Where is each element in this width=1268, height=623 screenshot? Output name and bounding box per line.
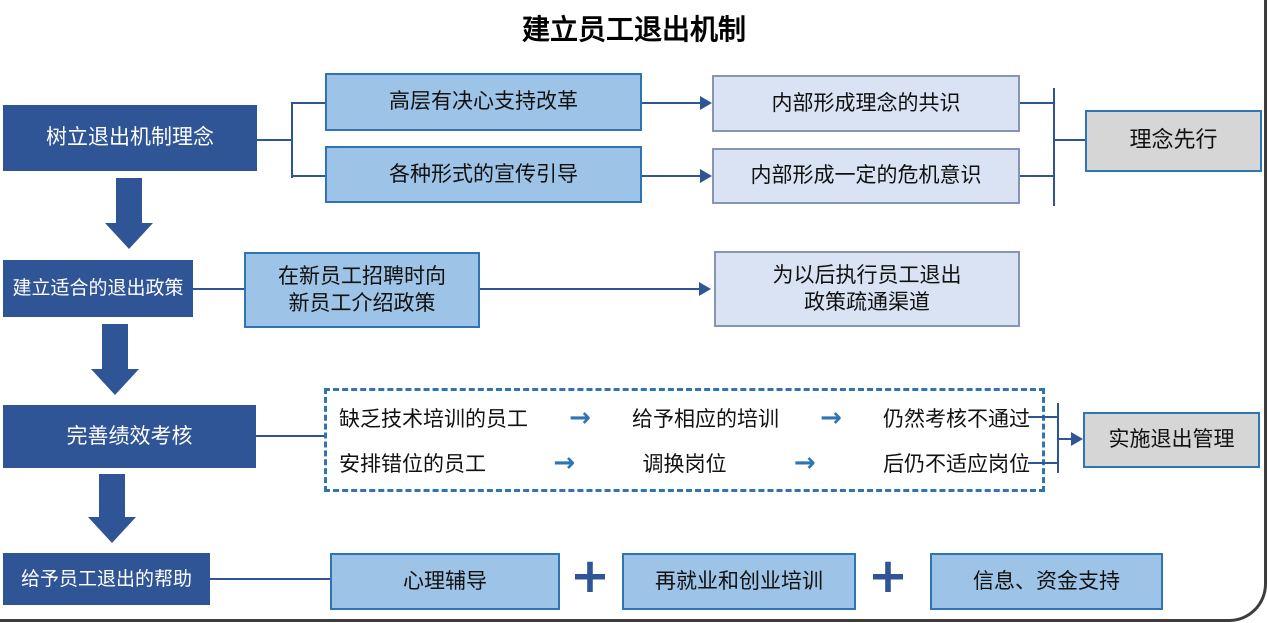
connector-line xyxy=(193,288,245,290)
stage1-branch1-effect-label: 内部形成理念的共识 xyxy=(771,90,961,115)
stage1-label: 树立退出机制理念 xyxy=(46,125,214,150)
stage4-support2-box: 再就业和创业培训 xyxy=(622,553,856,610)
connector-line xyxy=(1053,88,1055,206)
stage1-branch2-cause-label: 各种形式的宣传引导 xyxy=(389,161,578,186)
arrow-shaft xyxy=(116,178,142,223)
stage4-support1-box: 心理辅导 xyxy=(330,553,560,610)
stage1-branch1-cause-box: 高层有决心支持改革 xyxy=(325,73,642,131)
arrow-head xyxy=(91,369,139,395)
plus-icon: + xyxy=(569,548,611,604)
stage1-outcome-label: 理念先行 xyxy=(1129,127,1218,153)
stage3-box: 完善绩效考核 xyxy=(3,405,256,468)
stage1-branch2-cause-box: 各种形式的宣传引导 xyxy=(325,146,642,203)
stage3-case2-row: 安排错位的员工 → 调换岗位 → 后仍不适应岗位 xyxy=(339,448,1030,478)
flow-arrow-icon: → xyxy=(569,402,591,433)
arrow-shaft xyxy=(102,324,128,369)
connector-line xyxy=(1020,102,1054,104)
flow-arrow-icon: → xyxy=(793,447,816,478)
case2-step3: 后仍不适应岗位 xyxy=(882,451,1030,476)
stage2-label: 建立适合的退出政策 xyxy=(12,277,184,300)
stage2-effect-line1: 为以后执行员工退出 xyxy=(772,262,962,287)
case1-step1: 缺乏技术培训的员工 xyxy=(339,406,528,431)
right-arrow-icon xyxy=(699,282,711,296)
plus-icon: + xyxy=(867,548,909,604)
connector-line xyxy=(291,102,327,104)
stage4-support3-box: 信息、资金支持 xyxy=(930,553,1163,610)
right-arrow-icon xyxy=(700,96,712,110)
connector-line xyxy=(257,139,292,141)
case2-step2: 调换岗位 xyxy=(642,451,727,476)
stage3-label: 完善绩效考核 xyxy=(66,423,193,448)
connector-line xyxy=(1020,175,1054,177)
connector-line xyxy=(642,175,702,177)
stage4-support1-label: 心理辅导 xyxy=(403,568,487,593)
stage1-branch1-effect-box: 内部形成理念的共识 xyxy=(712,75,1020,132)
stage3-outcome-label: 实施退出管理 xyxy=(1108,427,1235,452)
stage2-effect-line2: 政策疏通渠道 xyxy=(804,290,930,314)
connector-line xyxy=(480,288,700,290)
stage2-effect-box: 为以后执行员工退出 政策疏通渠道 xyxy=(714,251,1020,327)
stage3-case1-row: 缺乏技术培训的员工 → 给予相应的培训 → 仍然考核不通过 xyxy=(339,403,1030,433)
arrow-head xyxy=(88,517,136,543)
connector-line xyxy=(210,578,330,580)
stage3-cases-box: 缺乏技术培训的员工 → 给予相应的培训 → 仍然考核不通过 安排错位的员工 → … xyxy=(324,388,1045,492)
stage2-action-line1: 在新员工招聘时向 xyxy=(278,263,446,288)
connector-line xyxy=(291,175,327,177)
arrow-head xyxy=(105,223,153,249)
stage2-box: 建立适合的退出政策 xyxy=(3,260,193,317)
stage1-box: 树立退出机制理念 xyxy=(3,105,257,171)
case1-step2: 给予相应的培训 xyxy=(631,406,779,431)
stage4-label: 给予员工退出的帮助 xyxy=(20,567,192,590)
flow-arrow-icon: → xyxy=(820,402,842,433)
case1-step3: 仍然考核不通过 xyxy=(882,406,1030,431)
stage4-box: 给予员工退出的帮助 xyxy=(3,553,210,605)
stage4-support2-label: 再就业和创业培训 xyxy=(655,568,823,593)
stage4-support3-label: 信息、资金支持 xyxy=(973,568,1120,593)
stage1-outcome-box: 理念先行 xyxy=(1085,110,1262,172)
connector-line xyxy=(1053,139,1085,141)
connector-line xyxy=(256,435,326,437)
connector-line xyxy=(1028,462,1058,464)
right-arrow-icon xyxy=(1071,432,1083,446)
stage3-outcome-box: 实施退出管理 xyxy=(1083,412,1260,468)
arrow-shaft xyxy=(99,474,125,517)
stage2-action-box: 在新员工招聘时向 新员工介绍政策 xyxy=(244,252,480,328)
page-title: 建立员工退出机制 xyxy=(521,13,746,46)
flow-arrow-icon: → xyxy=(553,447,576,478)
case2-step1: 安排错位的员工 xyxy=(339,451,486,476)
right-arrow-icon xyxy=(700,169,712,183)
connector-line xyxy=(1028,416,1058,418)
stage2-action-line2: 新员工介绍政策 xyxy=(288,291,436,315)
connector-line xyxy=(1057,438,1073,440)
stage1-branch2-effect-label: 内部形成一定的危机意识 xyxy=(750,163,982,188)
connector-line xyxy=(291,102,293,178)
stage1-branch1-cause-label: 高层有决心支持改革 xyxy=(389,89,578,114)
stage1-branch2-effect-box: 内部形成一定的危机意识 xyxy=(712,148,1020,204)
connector-line xyxy=(642,102,702,104)
